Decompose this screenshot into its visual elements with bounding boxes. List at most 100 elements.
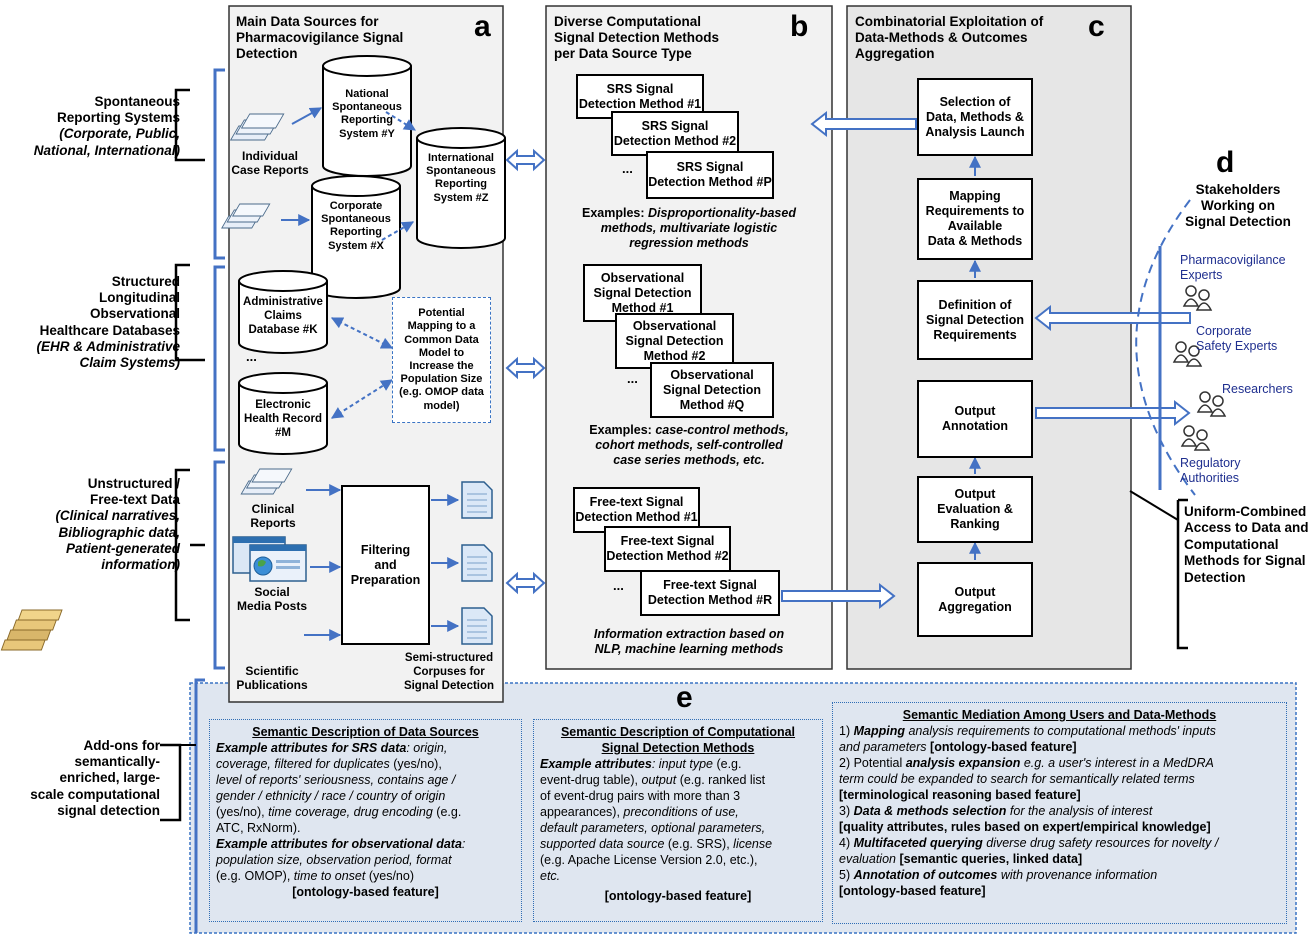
semantic-text-segment: population size, observation period, for…: [216, 853, 452, 867]
semantic-text-segment: (e.g.: [716, 757, 742, 771]
semantic-text-segment: 3): [839, 804, 854, 818]
semantic-text-segment: license: [733, 837, 773, 851]
semantic-text-segment: evaluation: [839, 852, 900, 866]
semantic-data-sources-heading: Semantic Description of Data Sources: [252, 725, 479, 739]
semantic-line: of event-drug pairs with more than 3: [540, 788, 816, 804]
semantic-text-segment: for the analysis of interest: [1006, 804, 1153, 818]
c-d-hollow-arrows: [1034, 304, 1191, 427]
semantic-line: 5) Annotation of outcomes with provenanc…: [839, 867, 1280, 883]
semantic-text-segment: level of reports' seriousness, contains …: [216, 773, 456, 787]
b-c-hollow-arrows: [781, 110, 917, 610]
semantic-text-segment: :: [461, 837, 466, 851]
semantic-text-segment: 4): [839, 836, 854, 850]
a-b-double-arrows: [505, 148, 546, 595]
semantic-line: appearances), preconditions of use,: [540, 804, 816, 820]
semantic-text-segment: output: [641, 773, 680, 787]
clinical-report-stack-icon: [240, 468, 293, 495]
semantic-line: coverage, filtered for duplicates (yes/n…: [216, 756, 515, 772]
uniform-bracket: [1176, 498, 1188, 650]
semantic-text-segment: 5): [839, 868, 854, 882]
semantic-text-segment: Example attributes for observational dat…: [216, 837, 462, 851]
semantic-text-segment: [semantic queries, linked data]: [899, 852, 1083, 866]
semantic-text-segment: (e.g. SRS),: [667, 837, 734, 851]
semantic-data-sources-footer: [ontology-based feature]: [292, 885, 439, 899]
semantic-line: event-drug table), output (e.g. ranked l…: [540, 772, 816, 788]
semantic-line: Example attributes: input type (e.g.: [540, 756, 816, 772]
semantic-methods-footer: [ontology-based feature]: [604, 889, 752, 903]
admin-ellipsis: ...: [246, 349, 257, 364]
semantic-text-segment: gender / ethnicity / race / country of o…: [216, 789, 446, 803]
semantic-text-segment: [ontology-based feature]: [930, 740, 1077, 754]
obs-examples: Examples: case-control methods, cohort m…: [589, 423, 789, 467]
semantic-line: term could be expanded to search for sem…: [839, 771, 1280, 787]
semantic-line: 3) Data & methods selection for the anal…: [839, 803, 1280, 819]
semantic-text-segment: Multifaceted querying: [853, 836, 983, 850]
semantic-text-segment: supported data source: [540, 837, 668, 851]
semantic-mediation-box: Semantic Mediation Among Users and Data-…: [832, 702, 1287, 924]
semantic-line: population size, observation period, for…: [216, 852, 515, 868]
semantic-text-segment: (yes/no),: [216, 805, 269, 819]
semantic-line: [ontology-based feature]: [839, 883, 1280, 899]
srs-examples: Examples: Disproportionality-based metho…: [582, 206, 796, 250]
semantic-text-segment: with provenance information: [997, 868, 1158, 882]
semantic-line: (e.g. Apache License Version 2.0, etc.),: [540, 852, 816, 868]
semantic-text-segment: Example attributes for SRS data: [216, 741, 407, 755]
semantic-text-segment: 2) Potential: [839, 756, 906, 770]
semantic-text-segment: of event-drug pairs with more than 3: [540, 789, 741, 803]
person-icons: [1172, 285, 1227, 451]
semantic-line: level of reports' seriousness, contains …: [216, 772, 515, 788]
semantic-text-segment: analysis requirements to computational m…: [904, 724, 1216, 738]
semantic-text-segment: time coverage, drug encoding: [268, 805, 437, 819]
blue-brackets: [194, 68, 225, 933]
semantic-text-segment: Annotation of outcomes: [853, 868, 998, 882]
semantic-text-segment: Mapping: [853, 724, 905, 738]
semantic-text-segment: term could be expanded to search for sem…: [839, 772, 1195, 786]
stakeholder-researchers: Researchers: [1222, 382, 1293, 396]
semantic-line: Example attributes for SRS data: origin,: [216, 740, 515, 756]
semantic-text-segment: preconditions of use,: [623, 805, 739, 819]
semantic-text-segment: (yes/no): [368, 869, 414, 883]
semantic-text-segment: ATC, RxNorm).: [216, 821, 301, 835]
semantic-text-segment: (yes/no),: [393, 757, 442, 771]
semantic-text-segment: Example attributes: [540, 757, 652, 771]
panel-e-letter: e: [676, 681, 693, 714]
semantic-data-sources-box: Semantic Description of Data Sources Exa…: [209, 719, 522, 922]
panel-c-letter: c: [1088, 10, 1105, 43]
semantic-text-segment: appearances),: [540, 805, 624, 819]
semantic-text-segment: (e.g. ranked list: [679, 773, 766, 787]
semantic-text-segment: and parameters: [839, 740, 931, 754]
semantic-text-segment: [ontology-based feature]: [839, 884, 986, 898]
semantic-line: etc.: [540, 868, 816, 884]
semantic-text-segment: : input type: [651, 757, 717, 771]
semantic-line: (yes/no), time coverage, drug encoding (…: [216, 804, 515, 820]
semantic-line: evaluation [semantic queries, linked dat…: [839, 851, 1280, 867]
semantic-text-segment: analysis expansion: [905, 756, 1021, 770]
ft-ellipsis: ...: [613, 578, 624, 593]
semantic-line: gender / ethnicity / race / country of o…: [216, 788, 515, 804]
semantic-text-segment: (e.g. Apache License Version 2.0, etc.),: [540, 853, 758, 867]
panel-b-letter: b: [790, 10, 809, 43]
semantic-line: 2) Potential analysis expansion e.g. a u…: [839, 755, 1280, 771]
semantic-text-segment: [terminological reasoning based feature]: [839, 788, 1081, 802]
